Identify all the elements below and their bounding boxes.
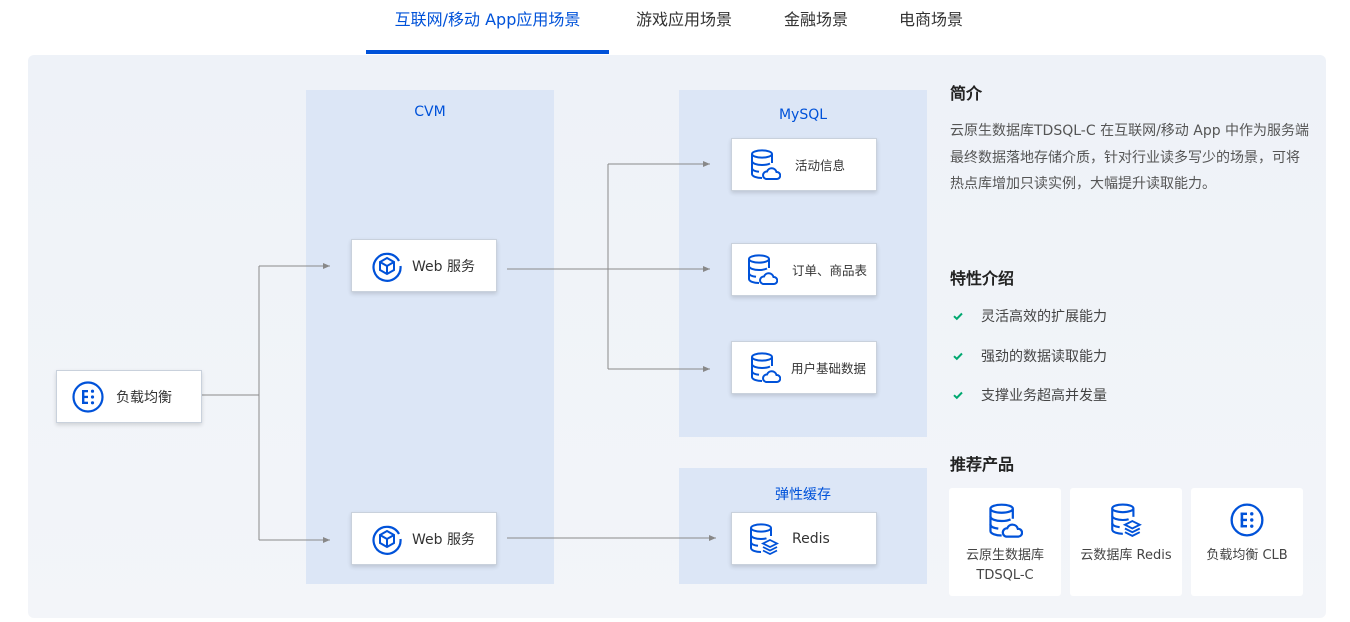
db-card-orders[interactable]: 订单、商品表 <box>731 243 877 296</box>
feature-item: 灵活高效的扩展能力 <box>952 306 1107 326</box>
db-label-orders: 订单、商品表 <box>792 263 868 278</box>
load-balancer-icon <box>1191 502 1303 540</box>
db-card-users[interactable]: 用户基础数据 <box>731 341 877 394</box>
web-service-icon <box>370 522 404 556</box>
product-name-clb: 负载均衡 CLB <box>1206 548 1288 563</box>
feature-label-2: 强劲的数据读取能力 <box>981 349 1107 365</box>
redis-database-icon <box>1070 502 1182 540</box>
feature-label-3: 支撑业务超高并发量 <box>981 388 1107 404</box>
db-card-activity[interactable]: 活动信息 <box>731 138 877 191</box>
features-title: 特性介绍 <box>950 269 1015 288</box>
redis-database-icon <box>748 522 780 556</box>
mysql-zone-title: MySQL <box>778 107 828 123</box>
load-balancer-icon <box>71 380 105 414</box>
active-tab-indicator <box>366 50 609 54</box>
cloud-database-icon <box>949 502 1061 540</box>
product-card-clb[interactable]: 负载均衡 CLB <box>1191 488 1303 596</box>
db-label-users: 用户基础数据 <box>791 361 867 376</box>
cloud-database-icon <box>749 351 781 385</box>
scenario-tabs: 互联网/移动 App应用场景 游戏应用场景 金融场景 电商场景 <box>0 0 1350 55</box>
feature-label-1: 灵活高效的扩展能力 <box>981 309 1107 325</box>
cache-zone-title: 弹性缓存 <box>775 487 831 503</box>
load-balancer-label: 负载均衡 <box>116 389 172 406</box>
web-service-label-1: Web 服务 <box>412 258 475 275</box>
cloud-database-icon <box>746 253 778 287</box>
intro-text: 云原生数据库TDSQL-C 在互联网/移动 App 中作为服务端最终数据落地存储… <box>950 123 1310 192</box>
tab-finance[interactable]: 金融场景 <box>783 10 848 29</box>
tab-internet-mobile-app[interactable]: 互联网/移动 App应用场景 <box>394 10 581 29</box>
cvm-zone: CVM <box>306 90 554 584</box>
web-service-label-2: Web 服务 <box>412 531 475 548</box>
product-name-tdsql-c: 云原生数据库 TDSQL-C <box>965 548 1044 583</box>
web-service-card-2[interactable]: Web 服务 <box>351 512 497 565</box>
product-name-redis: 云数据库 Redis <box>1080 548 1172 563</box>
db-label-activity: 活动信息 <box>795 158 846 173</box>
products-title: 推荐产品 <box>950 455 1015 474</box>
redis-card[interactable]: Redis <box>731 512 877 565</box>
check-icon <box>953 352 963 361</box>
intro-title: 简介 <box>950 84 983 103</box>
product-card-redis[interactable]: 云数据库 Redis <box>1070 488 1182 596</box>
web-service-icon <box>370 249 404 283</box>
feature-item: 支撑业务超高并发量 <box>952 385 1107 405</box>
feature-item: 强劲的数据读取能力 <box>952 346 1107 366</box>
load-balancer-card[interactable]: 负载均衡 <box>56 370 202 423</box>
check-icon <box>953 312 963 321</box>
web-service-card-1[interactable]: Web 服务 <box>351 239 497 292</box>
check-icon <box>953 391 963 400</box>
redis-label: Redis <box>792 530 830 547</box>
tab-game[interactable]: 游戏应用场景 <box>635 10 732 29</box>
cloud-database-icon <box>749 148 781 182</box>
cvm-zone-title: CVM <box>414 104 446 120</box>
tab-ecommerce[interactable]: 电商场景 <box>898 10 963 29</box>
product-card-tdsql-c[interactable]: 云原生数据库 TDSQL-C <box>949 488 1061 596</box>
